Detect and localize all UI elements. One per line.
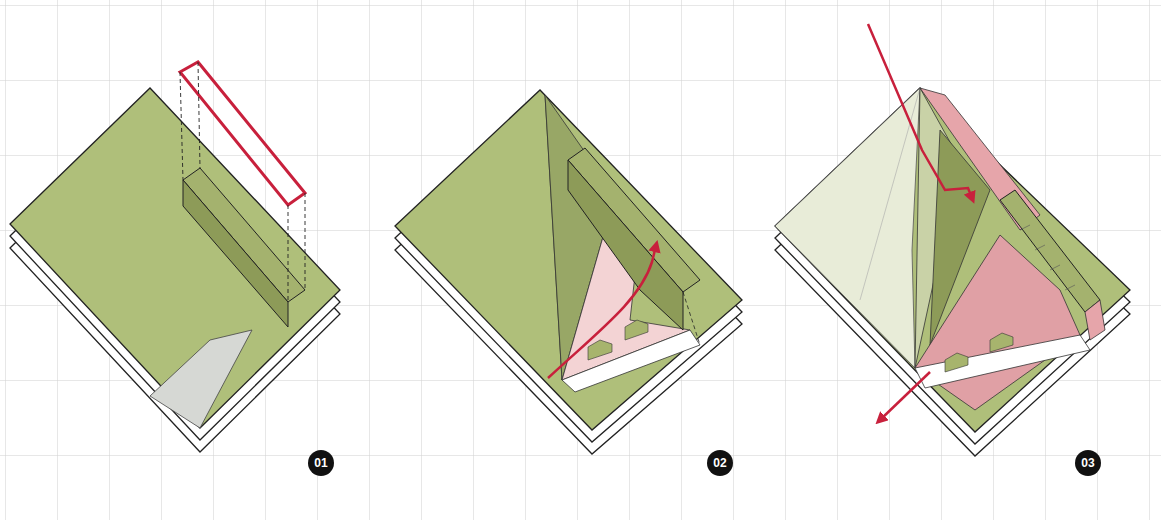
- step-one: [10, 62, 340, 452]
- step-three: [775, 24, 1130, 456]
- callout-number: 02: [707, 450, 733, 476]
- callout-number: 03: [1075, 450, 1101, 476]
- step-two: [395, 90, 742, 454]
- callout-number: 01: [308, 450, 334, 476]
